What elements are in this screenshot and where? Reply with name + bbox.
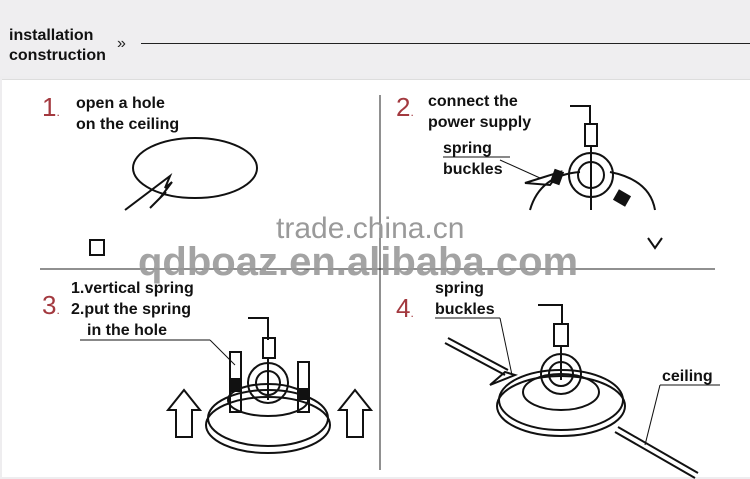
step-4-callout: spring buckles xyxy=(435,278,495,320)
step-3-line-3: in the hole xyxy=(87,322,167,339)
step-3-number: 3. xyxy=(42,290,60,320)
header-divider xyxy=(141,43,750,44)
watermark-alibaba: qdboaz.en.alibaba.com xyxy=(138,240,579,284)
hole-saw-illustration xyxy=(89,137,258,256)
title-line-1: installation xyxy=(9,27,94,44)
step-2-number: 2. xyxy=(396,92,414,122)
section-title: installation construction xyxy=(9,26,106,66)
step-1-line-1: open a hole xyxy=(76,95,165,112)
step-2-callout: spring buckles xyxy=(443,138,503,180)
callout-spring: spring xyxy=(435,280,484,297)
step-2-line-1: connect the xyxy=(428,93,518,110)
step-3-line-2: 2.put the spring xyxy=(71,301,191,318)
watermark-trade: trade.china.cn xyxy=(276,212,465,245)
step-3-label: 1.vertical spring 2.put the spring in th… xyxy=(71,278,194,341)
title-line-2: construction xyxy=(9,47,106,64)
step-1-line-2: on the ceiling xyxy=(76,116,180,133)
ceiling-callout: ceiling xyxy=(662,368,713,385)
step-2-line-2: power supply xyxy=(428,114,532,131)
double-chevron-icon: » xyxy=(117,35,126,52)
callout-spring: spring xyxy=(443,140,492,157)
step-2-label: connect the power supply xyxy=(428,91,531,133)
step-1-label: open a hole on the ceiling xyxy=(76,93,179,135)
step-1-number: 1. xyxy=(42,92,60,122)
step-4-number: 4. xyxy=(396,293,414,323)
callout-buckles: buckles xyxy=(435,301,495,318)
section-header: installation construction » xyxy=(0,0,750,76)
step-3-line-1: 1.vertical spring xyxy=(71,280,194,297)
callout-buckles: buckles xyxy=(443,161,503,178)
ceiling-install-illustration xyxy=(435,304,720,479)
